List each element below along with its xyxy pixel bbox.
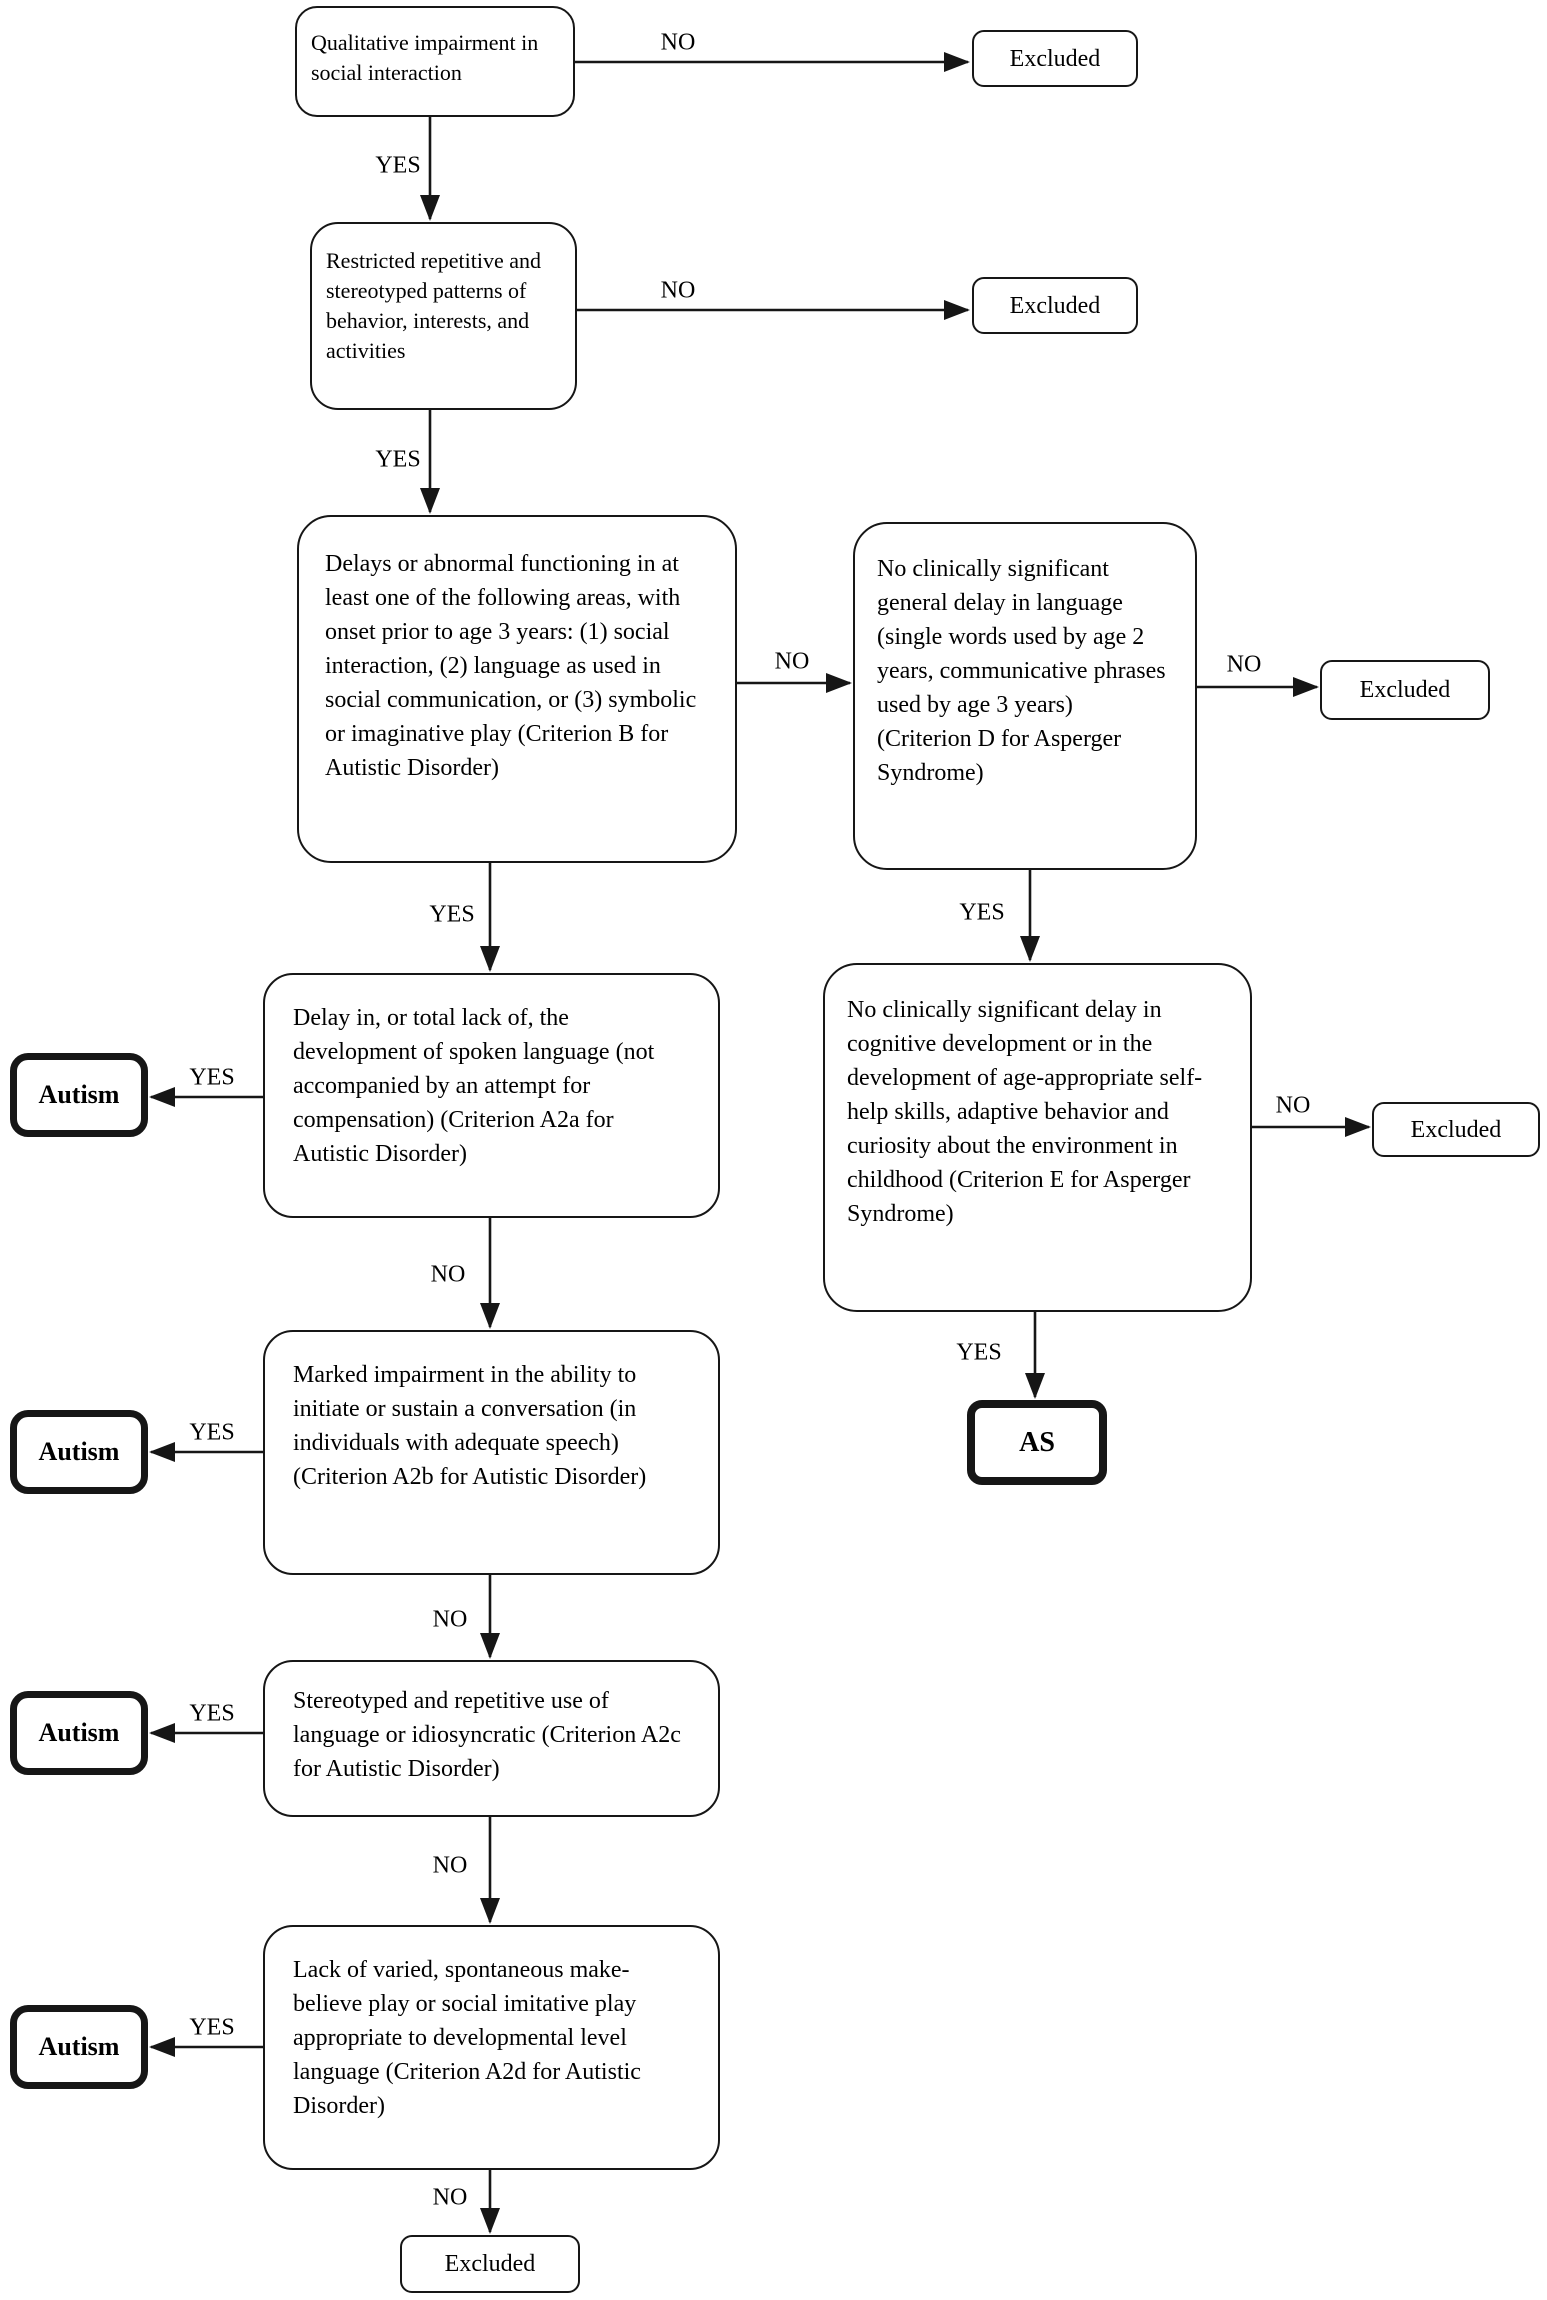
node-no-cognitive-delay: No clinically significant delay in cogni… xyxy=(823,963,1252,1312)
node-autism-4: Autism xyxy=(10,2005,148,2089)
edge-label-makebelieve-yes: YES xyxy=(187,2014,237,2042)
node-autism-1: Autism xyxy=(10,1053,148,1137)
edge-label-restricted-yes: YES xyxy=(373,446,423,474)
edge-label-delays-no: NO xyxy=(772,648,812,676)
node-excluded-2: Excluded xyxy=(972,277,1138,334)
node-excluded-4: Excluded xyxy=(1372,1102,1540,1157)
edge-label-language-no: NO xyxy=(1224,651,1264,679)
node-qualitative-impairment: Qualitative impairment in social interac… xyxy=(295,6,575,117)
edge-label-delays-yes: YES xyxy=(427,901,477,929)
node-excluded-3: Excluded xyxy=(1320,660,1490,720)
node-stereotyped-language-a2c: Stereotyped and repetitive use of langua… xyxy=(263,1660,720,1817)
node-spoken-language-delay-a2a: Delay in, or total lack of, the developm… xyxy=(263,973,720,1218)
edge-label-qual-no: NO xyxy=(658,29,698,57)
edge-label-stereotyped-yes: YES xyxy=(187,1700,237,1728)
edge-label-spoken-yes: YES xyxy=(187,1064,237,1092)
edge-label-stereotyped-no: NO xyxy=(430,1852,470,1880)
node-restricted-patterns: Restricted repetitive and stereotyped pa… xyxy=(310,222,577,410)
node-delays-abnormal-functioning: Delays or abnormal functioning in at lea… xyxy=(297,515,737,863)
edge-label-conversation-no: NO xyxy=(430,1606,470,1634)
edge-label-conversation-yes: YES xyxy=(187,1419,237,1447)
edge-label-cognitive-no: NO xyxy=(1273,1092,1313,1120)
node-no-language-delay: No clinically significant general delay … xyxy=(853,522,1197,870)
node-excluded-5: Excluded xyxy=(400,2235,580,2293)
edge-label-makebelieve-no: NO xyxy=(430,2184,470,2212)
edge-label-qual-yes: YES xyxy=(373,152,423,180)
node-excluded-1: Excluded xyxy=(972,30,1138,87)
node-autism-3: Autism xyxy=(10,1691,148,1775)
edge-label-language-yes: YES xyxy=(957,899,1007,927)
node-make-believe-play-a2d: Lack of varied, spontaneous make-believe… xyxy=(263,1925,720,2170)
node-asperger-syndrome: AS xyxy=(967,1400,1107,1485)
node-conversation-impairment-a2b: Marked impairment in the ability to init… xyxy=(263,1330,720,1575)
edge-label-spoken-no: NO xyxy=(428,1261,468,1289)
edge-label-restricted-no: NO xyxy=(658,277,698,305)
edge-label-cognitive-yes: YES xyxy=(954,1339,1004,1367)
node-autism-2: Autism xyxy=(10,1410,148,1494)
